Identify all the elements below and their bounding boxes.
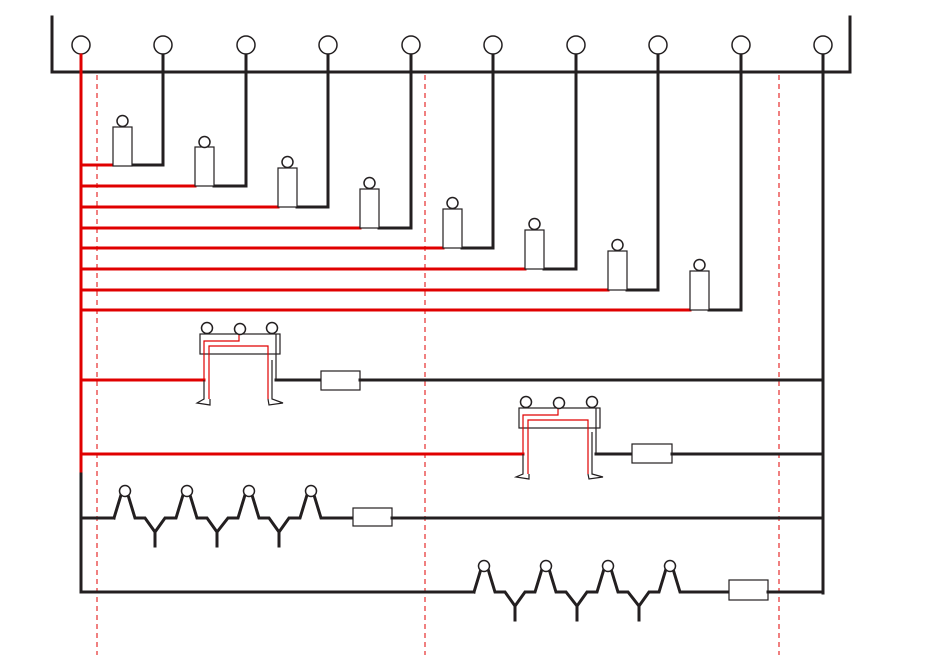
valve-box-3 [353, 508, 392, 526]
top-ports [72, 36, 832, 593]
valve-box-1 [321, 371, 360, 390]
triple-unit-2 [81, 397, 823, 480]
valve-box-4 [729, 580, 768, 600]
top-port-10 [814, 36, 832, 54]
top-port-9 [732, 36, 750, 54]
tap-1-2 [182, 486, 193, 497]
tap-1-1 [120, 486, 131, 497]
dispenser-6 [81, 219, 576, 270]
tap-group-2 [474, 561, 823, 621]
valve-box-2 [632, 444, 672, 463]
triple-unit-1 [81, 323, 823, 406]
tap-2-4 [665, 561, 676, 572]
top-port-6 [484, 36, 502, 54]
tap-2-2 [541, 561, 552, 572]
top-port-3 [237, 36, 255, 54]
top-port-1 [72, 36, 90, 54]
top-port-5 [402, 36, 420, 54]
tap-2-1 [479, 561, 490, 572]
top-port-4 [319, 36, 337, 54]
tap-1-4 [306, 486, 317, 497]
tap-2-3 [603, 561, 614, 572]
dispenser-8 [81, 260, 741, 311]
tap-1-3 [244, 486, 255, 497]
top-port-8 [649, 36, 667, 54]
dispenser-1 [81, 116, 163, 167]
top-port-7 [567, 36, 585, 54]
tap-group-1 [114, 486, 823, 547]
top-port-2 [154, 36, 172, 54]
